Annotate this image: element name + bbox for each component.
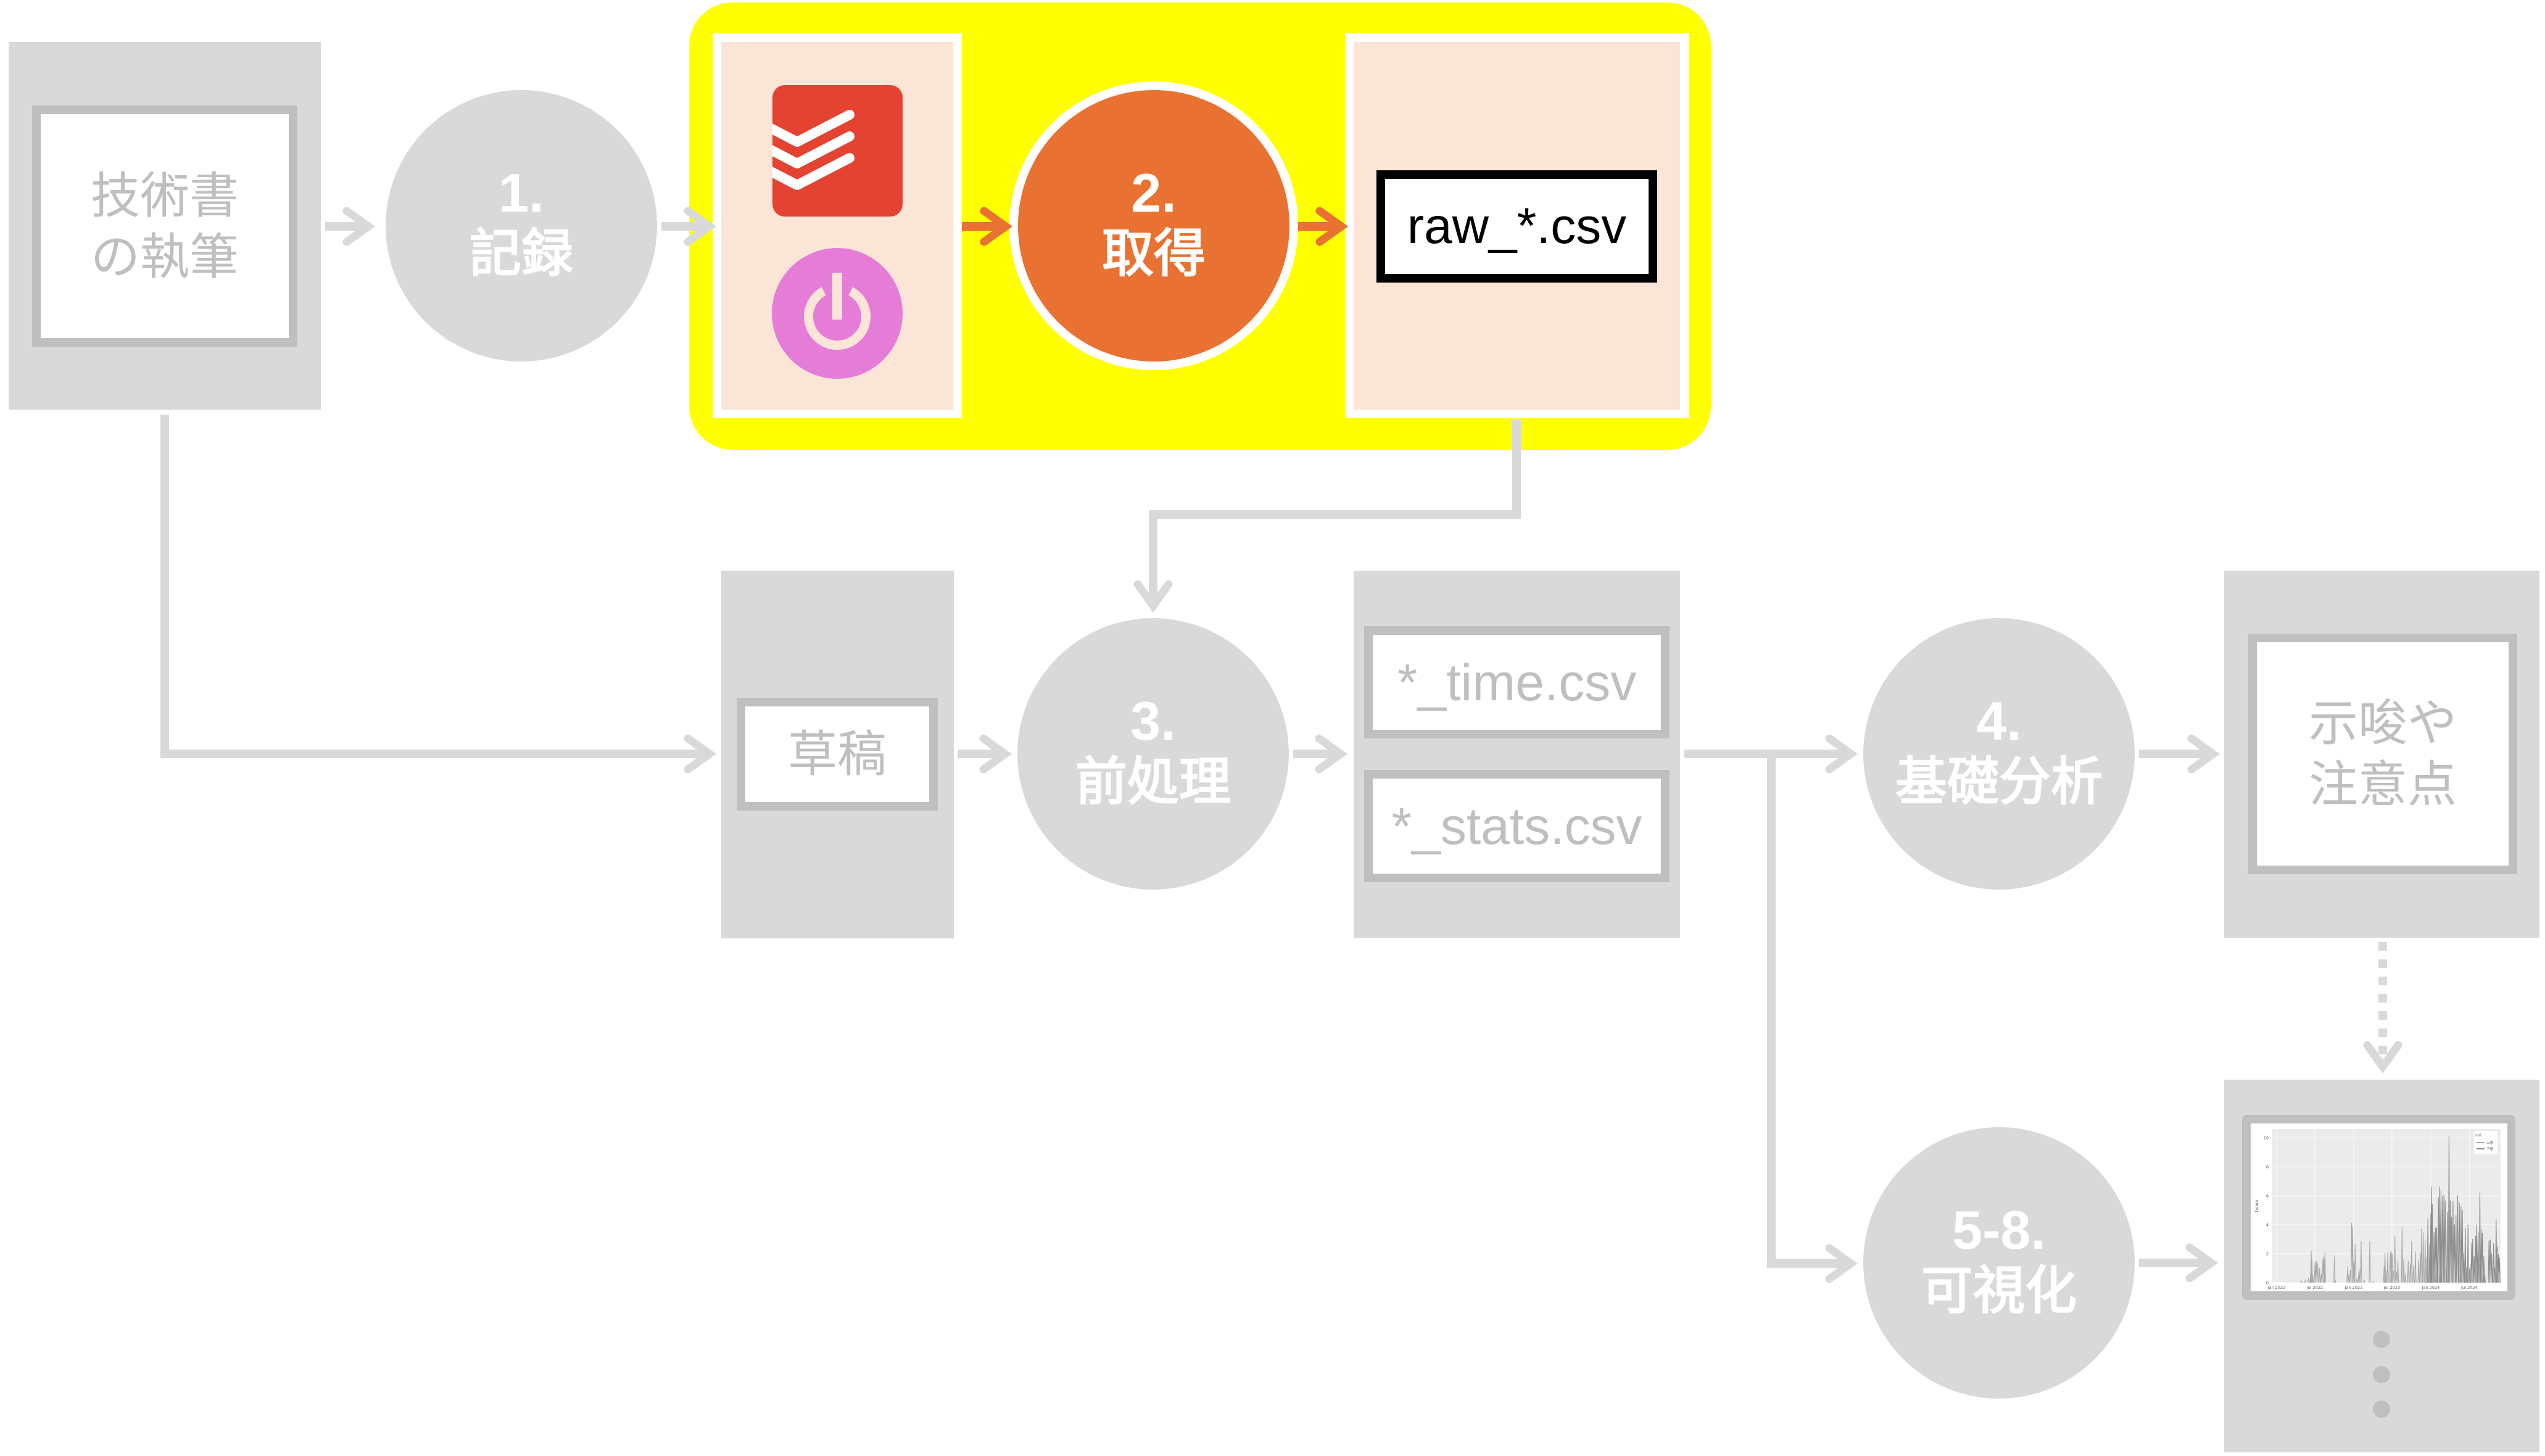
time-csv-label: *_time.csv [1397,653,1637,711]
y-tick-label: 0 [2266,1280,2269,1285]
arrowhead-icon [2187,734,2220,774]
step-4-analysis-node: 4. 基礎分析 [1863,618,2135,890]
step-number: 5-8. [1952,1199,2046,1260]
x-tick-label: Jan 2022 [2267,1285,2286,1290]
more-dots-icon-dot-2 [2373,1366,2390,1383]
y-tick-label: 10 [2264,1135,2269,1140]
arrowhead-icon [2363,1041,2402,1074]
stats-csv-file: *_stats.csv [1364,770,1670,882]
connector-writing-to-draft [160,415,710,758]
step-label: 記録 [469,223,573,284]
todoist-icon [772,85,903,217]
raw-csv-label: raw_*.csv [1407,198,1627,254]
step-3-preprocess-node: 3. 前処理 [1017,618,1289,890]
x-tick-label: Jul 2023 [2383,1285,2400,1290]
step-2-fetch-node: 2. 取得 [1009,81,1298,370]
step-label: 取得 [1101,223,1206,284]
arrowhead-icon [684,207,717,246]
more-dots-icon-dot-3 [2373,1400,2390,1418]
x-tick-label: Jul 2022 [2306,1285,2323,1290]
x-tick-label: Jul 2024 [2460,1285,2477,1290]
x-tick-label: Jan 2024 [2422,1285,2440,1290]
step-label: 前処理 [1075,751,1231,812]
y-tick-label: 2 [2266,1251,2269,1256]
arrowhead-icon [1133,580,1173,613]
arrowhead-icon [1315,734,1348,774]
step-number: 3. [1130,690,1176,751]
arrowhead-icon [2185,1243,2219,1283]
x-tick-label: Jan 2023 [2344,1285,2363,1290]
legend-title: vol [2475,1133,2481,1138]
insights-label-line-1: 示唆や [2309,695,2457,752]
insights-label-line-2: 注意点 [2309,756,2457,813]
step-5-8-visualize-node: 5-8. 可視化 [1863,1127,2135,1399]
y-tick-label: 4 [2266,1222,2269,1227]
step-label: 可視化 [1921,1260,2077,1321]
arrowhead-icon [1315,207,1349,246]
step-number: 4. [1976,690,2022,751]
arrowhead-icon [342,207,376,246]
y-axis-label: hours [2254,1199,2259,1212]
legend-label: 上巻 [2486,1140,2494,1145]
writing-label-line-2: の執筆 [91,228,239,286]
insights-box: 示唆や 注意点 [2248,634,2517,874]
draft-label: 草稿 [788,726,887,783]
step-label: 基礎分析 [1895,751,2103,812]
arrowhead-icon [980,207,1013,246]
writing-label-line-1: 技術書 [91,167,239,225]
y-tick-label: 6 [2266,1193,2269,1198]
writing-box: 技術書 の執筆 [32,105,297,347]
time-csv-file: *_time.csv [1364,626,1670,738]
draft-box: 草稿 [737,698,938,811]
more-dots-icon-dot-1 [2373,1331,2390,1348]
step-number: 2. [1131,162,1177,223]
arrowhead-icon [979,734,1012,774]
arrowhead-icon [1825,1244,1858,1283]
stats-csv-label: *_stats.csv [1391,797,1642,855]
step-1-record-node: 1. 記録 [386,90,657,362]
arrowhead-icon [684,734,717,774]
y-tick-label: 8 [2266,1164,2269,1169]
step-number: 1. [499,162,544,223]
toggl-power-icon [772,248,903,379]
series-line-2 [2427,1136,2501,1283]
legend-label: 下巻 [2486,1146,2494,1151]
arrowhead-icon [1825,734,1858,774]
connector-raw-to-step3 [1149,420,1521,606]
connector-processed-to-step5-8 [1767,754,1851,1268]
raw-csv-file: raw_*.csv [1376,170,1657,283]
